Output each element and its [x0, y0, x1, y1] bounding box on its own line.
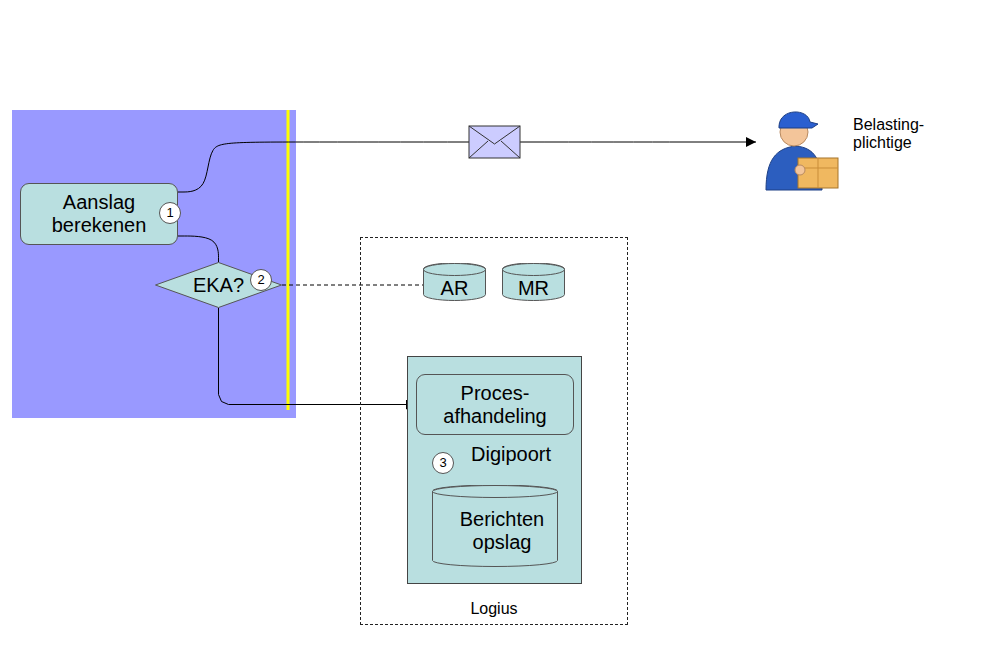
- node-text: Proces- afhandeling: [425, 382, 565, 428]
- callout-number: 1: [159, 202, 181, 224]
- node-text: AR: [441, 277, 469, 300]
- process-box: Proces- afhandeling: [416, 374, 574, 435]
- process-panel: [12, 110, 296, 418]
- system-group: AR MR Proces- afhandelingBerichten opslag D…: [360, 237, 628, 625]
- actor: Belasting- plichtige: [756, 100, 950, 195]
- connector: [178, 236, 219, 262]
- connector: [219, 308, 417, 405]
- database: AR: [423, 263, 486, 304]
- node-text: Berichten opslag: [432, 508, 572, 554]
- system-box: Proces- afhandelingBerichten opslag Digip…: [407, 356, 582, 584]
- callout-number: 2: [250, 269, 272, 291]
- node-text: Logius: [470, 600, 517, 618]
- node-text: Digipoort: [471, 443, 551, 466]
- database: MR: [502, 263, 565, 304]
- person-icon: [756, 100, 844, 192]
- node-text: Aanslag berekenen: [29, 191, 169, 237]
- callout-number: 3: [432, 452, 454, 474]
- node-text: Belasting- plichtige: [853, 116, 939, 153]
- database: Berichten opslag: [432, 485, 572, 567]
- boundary-line: [287, 110, 290, 410]
- connector: [282, 285, 423, 286]
- node-text: EKA?: [193, 274, 244, 297]
- process-box: Aanslag berekenen: [20, 183, 178, 245]
- node-text: MR: [518, 277, 549, 300]
- connector: [178, 142, 756, 192]
- envelope-icon: [469, 126, 520, 158]
